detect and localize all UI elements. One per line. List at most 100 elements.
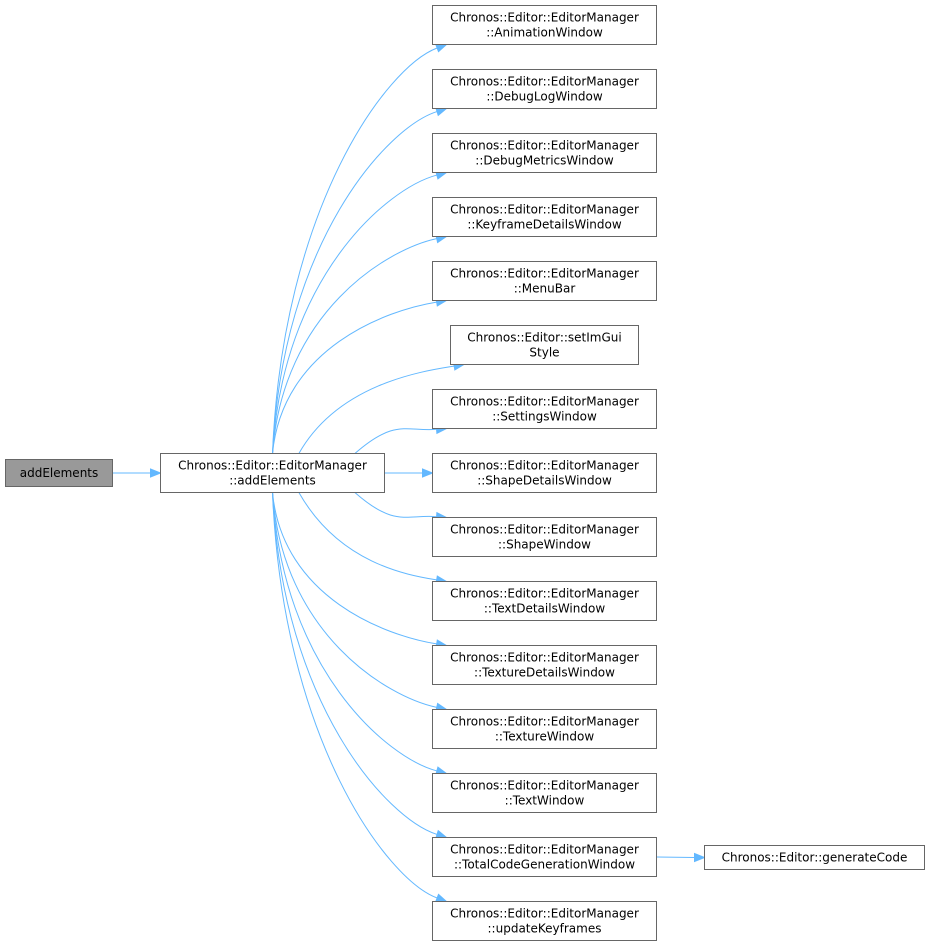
node-box (432, 197, 657, 237)
node-editor-manager-add-elements[interactable]: Chronos::Editor::EditorManager::addEleme… (160, 453, 385, 493)
node-label-line: Chronos::Editor::EditorManager (450, 715, 639, 729)
node-box (704, 845, 925, 870)
edge-manager-to-totalcodegen (272, 492, 448, 839)
node-label-line: ::addElements (229, 474, 316, 488)
node-label-line: Chronos::Editor::EditorManager (178, 459, 367, 473)
node-label-line: ::TextureWindow (495, 730, 595, 744)
edge-line (272, 492, 438, 835)
node-texture-details-window[interactable]: Chronos::Editor::EditorManager::TextureD… (432, 645, 657, 685)
node-generate-code[interactable]: Chronos::Editor::generateCode (704, 845, 925, 870)
node-box (432, 261, 657, 301)
edge-arrowhead (434, 893, 448, 903)
node-box (432, 709, 657, 749)
node-label-line: ::TextWindow (505, 794, 585, 808)
edge-line (272, 492, 437, 645)
node-label-line: ::ShapeWindow (498, 538, 591, 552)
edge-line (272, 301, 437, 454)
node-box (432, 645, 657, 685)
node-text-details-window[interactable]: Chronos::Editor::EditorManager::TextDeta… (432, 581, 657, 621)
node-label-line: Chronos::Editor::generateCode (722, 851, 908, 865)
edge-arrowhead (422, 468, 434, 478)
node-menu-bar[interactable]: Chronos::Editor::EditorManager::MenuBar (432, 261, 657, 301)
node-label-line: ::updateKeyframes (488, 922, 602, 936)
node-box (432, 133, 657, 173)
edge-manager-to-keyframedetails (272, 234, 448, 454)
node-animation-window[interactable]: Chronos::Editor::EditorManager::Animatio… (432, 5, 657, 45)
edge-line (272, 111, 438, 454)
edge-line (272, 492, 437, 708)
edge-line (298, 365, 455, 454)
nodes-layer: addElementsChronos::Editor::EditorManage… (5, 5, 925, 941)
node-debug-log-window[interactable]: Chronos::Editor::EditorManager::DebugLog… (432, 69, 657, 109)
edge-totalcodegen-to-generatecode (656, 852, 706, 863)
node-box (432, 453, 657, 493)
edge-line (354, 428, 437, 454)
node-label-line: Chronos::Editor::EditorManager (450, 907, 639, 921)
node-label-line: Chronos::Editor::setImGui (467, 331, 621, 345)
node-box (432, 69, 657, 109)
node-label-line: Chronos::Editor::EditorManager (450, 651, 639, 665)
node-texture-window[interactable]: Chronos::Editor::EditorManager::TextureW… (432, 709, 657, 749)
edge-line (272, 47, 438, 454)
node-label-line: Chronos::Editor::EditorManager (450, 139, 639, 153)
edge-manager-to-menubar (272, 297, 448, 454)
node-settings-window[interactable]: Chronos::Editor::EditorManager::Settings… (432, 389, 657, 429)
node-label-line: ::DebugMetricsWindow (475, 154, 614, 168)
edge-line (272, 174, 437, 454)
node-update-keyframes[interactable]: Chronos::Editor::EditorManager::updateKe… (432, 901, 657, 941)
edge-arrowhead (150, 468, 162, 478)
node-add-elements[interactable]: addElements (5, 459, 113, 487)
edge-manager-to-texturedetails (272, 492, 448, 649)
node-label-line: Chronos::Editor::EditorManager (450, 203, 639, 217)
edge-line (272, 238, 437, 454)
node-label-line: Chronos::Editor::EditorManager (450, 523, 639, 537)
node-label-line: Chronos::Editor::EditorManager (450, 779, 639, 793)
node-box (432, 773, 657, 813)
node-shape-details-window[interactable]: Chronos::Editor::EditorManager::ShapeDet… (432, 453, 657, 493)
edge-arrowhead (694, 852, 706, 863)
edge-line (354, 492, 437, 518)
node-label-line: Chronos::Editor::EditorManager (450, 587, 639, 601)
node-label-line: Chronos::Editor::EditorManager (450, 459, 639, 473)
node-box (432, 901, 657, 941)
node-label-line: ::MenuBar (514, 282, 576, 296)
node-shape-window[interactable]: Chronos::Editor::EditorManager::ShapeWin… (432, 517, 657, 557)
node-keyframe-details-window[interactable]: Chronos::Editor::EditorManager::Keyframe… (432, 197, 657, 237)
node-box (450, 325, 639, 365)
node-label-line: Chronos::Editor::EditorManager (450, 267, 639, 281)
node-box (160, 453, 385, 493)
node-label-line: ::SettingsWindow (492, 410, 597, 424)
edge-manager-to-settings (354, 424, 448, 454)
edge-line (298, 492, 437, 581)
node-text-window[interactable]: Chronos::Editor::EditorManager::TextWind… (432, 773, 657, 813)
edge-root-to-manager (112, 468, 162, 478)
node-box (432, 5, 657, 45)
node-label-line: Chronos::Editor::EditorManager (450, 395, 639, 409)
edge-line (656, 856, 695, 858)
node-label-line: ::ShapeDetailsWindow (477, 474, 612, 488)
edge-line (272, 492, 437, 772)
node-box (432, 517, 657, 557)
node-label-line: addElements (20, 466, 99, 480)
edge-manager-to-shapewindow (354, 492, 448, 522)
node-box (432, 389, 657, 429)
edge-manager-to-texturewindow (272, 492, 448, 712)
node-label-line: Chronos::Editor::EditorManager (450, 843, 639, 857)
edge-manager-to-shapedetails (384, 468, 434, 478)
node-label-line: ::TextDetailsWindow (484, 602, 605, 616)
node-label-line: Style (529, 346, 559, 360)
edge-line (272, 492, 438, 899)
node-label-line: ::TotalCodeGenerationWindow (454, 858, 635, 872)
node-box (5, 459, 113, 487)
edge-manager-to-debugmetrics (272, 170, 448, 454)
edge-manager-to-debuglog (272, 107, 448, 454)
node-label-line: Chronos::Editor::EditorManager (450, 11, 639, 25)
node-label-line: Chronos::Editor::EditorManager (450, 75, 639, 89)
node-label-line: ::DebugLogWindow (486, 90, 602, 104)
node-label-line: ::KeyframeDetailsWindow (467, 218, 622, 232)
node-total-code-generation-window[interactable]: Chronos::Editor::EditorManager::TotalCod… (432, 837, 657, 877)
node-debug-metrics-window[interactable]: Chronos::Editor::EditorManager::DebugMet… (432, 133, 657, 173)
node-box (432, 581, 657, 621)
